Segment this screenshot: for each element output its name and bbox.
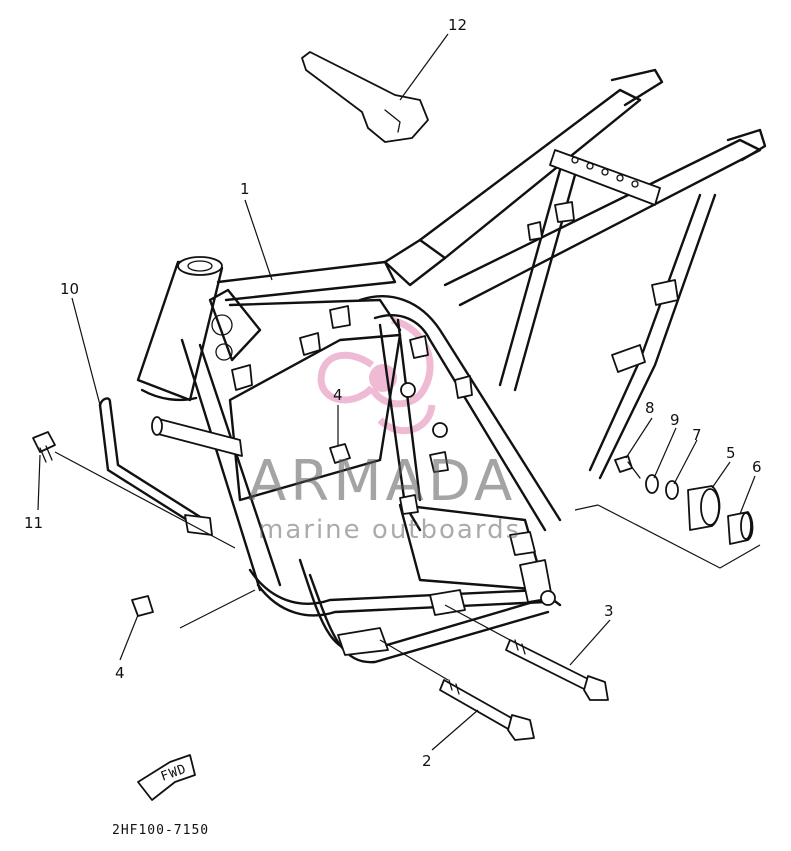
mount-hardware	[614, 455, 754, 545]
fwd-arrow: FWD	[137, 754, 196, 801]
part-4-nut-lower	[131, 595, 154, 617]
watermark-brand: ARMADA	[248, 449, 516, 514]
diagram-code: 2HF100-7150	[112, 823, 209, 838]
callout-11: 11	[24, 514, 43, 532]
front-mount-tube	[154, 417, 243, 457]
callout-4-lower: 4	[115, 664, 125, 682]
callout-7: 7	[692, 426, 702, 444]
callout-3: 3	[604, 602, 614, 620]
callout-9: 9	[670, 411, 680, 429]
part-7-washer	[665, 480, 679, 500]
callout-10: 10	[60, 280, 79, 298]
part-11-bolt	[32, 431, 56, 463]
callout-labels: 12 1 10 4 11 4 8 9 7 5 6 3 2	[24, 16, 762, 770]
leader-lines	[37, 33, 761, 751]
part-3-bolt	[505, 639, 609, 701]
watermark-tagline: marine outboards	[258, 515, 521, 545]
callout-6: 6	[752, 458, 762, 476]
callout-1: 1	[240, 180, 250, 198]
part-12-spanner	[301, 51, 429, 143]
cross-plate-holes	[571, 156, 639, 188]
callout-4-upper: 4	[333, 386, 343, 404]
main-frame	[136, 68, 767, 664]
callout-2: 2	[422, 752, 432, 770]
callout-12: 12	[448, 16, 467, 34]
callout-5: 5	[726, 444, 736, 462]
part-10-guard-bar	[98, 397, 213, 536]
part-2-bolt	[439, 679, 535, 741]
callout-8: 8	[645, 399, 655, 417]
part-9-washer	[645, 474, 659, 494]
part-4-nut-upper	[329, 443, 351, 464]
